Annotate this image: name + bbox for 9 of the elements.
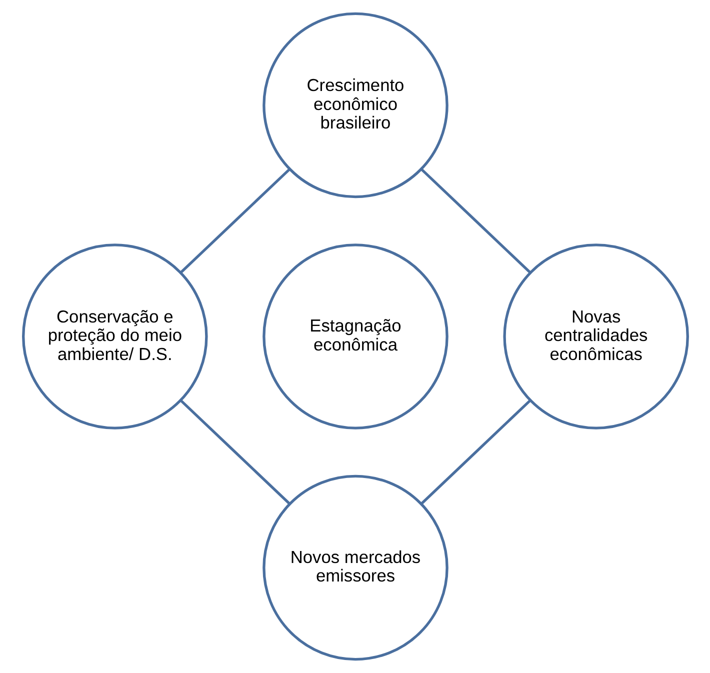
node-circle: Crescimento econômico brasileiro	[262, 12, 448, 198]
connector	[180, 168, 290, 274]
node-circle: Novos mercados emissores	[262, 474, 448, 661]
node-circle: Estagnação econômica	[262, 244, 448, 430]
connector	[420, 399, 531, 505]
connector	[420, 168, 530, 274]
connector	[179, 399, 290, 505]
node-circle: Conservação e proteção do meio ambiente/ D.S.	[22, 244, 208, 430]
node-circle: Novas centralidades econômicas	[502, 244, 688, 430]
